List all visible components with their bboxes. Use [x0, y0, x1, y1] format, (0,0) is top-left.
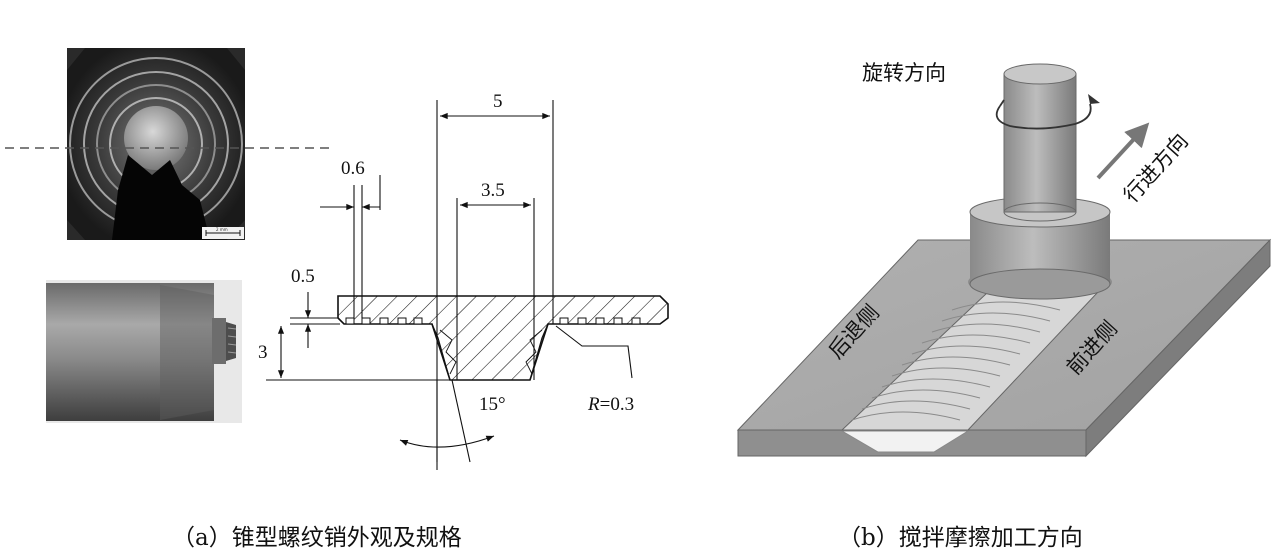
dim-thread-pitch: 0.6: [341, 158, 365, 179]
scale-bar-label: 2 mm: [216, 227, 228, 232]
fsp-schematic: 旋转方向 行进方向 后退侧 前进侧: [736, 61, 1272, 458]
caption-b: （b）搅拌摩擦加工方向: [838, 525, 1083, 551]
rotation-direction-label: 旋转方向: [862, 61, 946, 85]
dim-taper-angle: 15°: [479, 394, 506, 415]
dim-pin-width: 5: [493, 91, 503, 112]
caption-a: （a）锥型螺纹销外观及规格: [172, 525, 462, 551]
pin-top-photo: 2 mm: [67, 48, 245, 240]
dim-radius: R=0.3: [587, 394, 634, 415]
dim-tip-width: 3.5: [481, 180, 505, 201]
dim-thread-depth: 0.5: [291, 266, 315, 287]
pin-side-photo: [46, 280, 242, 423]
pin-cross-section-drawing: 5 3.5 0.6 0.5 3 15° R=0.3: [258, 91, 669, 470]
dim-pin-length: 3: [258, 342, 268, 363]
